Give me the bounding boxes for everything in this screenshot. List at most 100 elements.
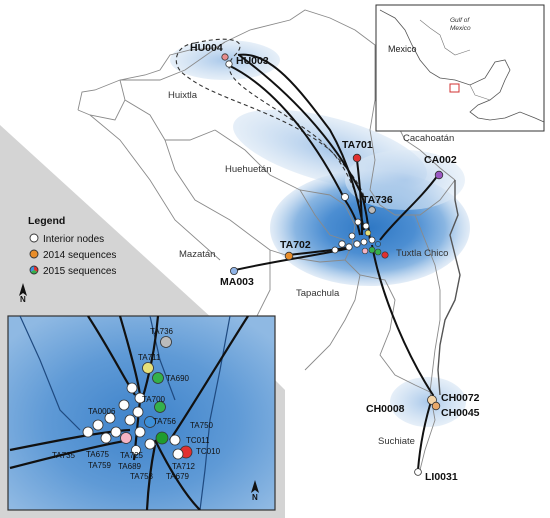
inset-node [132,406,144,418]
inset-label-ta679: TA679 [166,472,190,481]
interior-node [348,232,356,240]
site-hu003: HU003 [236,55,269,67]
reference-focus-box [449,83,460,93]
national-border [437,180,461,396]
node-cluster-main [331,193,389,259]
municipality-cacahoatan: Cacahoatán [403,133,454,144]
municipality-tapachula: Tapachula [296,288,340,299]
inset-node [134,426,146,438]
legend-2014-swatch [29,249,39,259]
inset-label-ta700: TA700 [142,395,166,404]
ca002-point [434,170,444,180]
sequence-2015-red [381,251,389,259]
reference-country-label: Mexico [388,44,417,54]
inset-label-ta712: TA712 [172,462,196,471]
inset-ta700 [154,401,166,413]
reference-map: Mexico Gulf of Mexico [375,4,545,132]
site-ca002: CA002 [424,154,457,166]
interior-node [368,236,376,244]
municipality-suchiate: Suchiate [378,436,415,447]
municipality-tuxtla-chico: Tuxtla Chico [396,248,448,259]
inset-node [172,448,184,460]
inset-label-ta0006: TA0006 [88,407,116,416]
inset-node [126,382,138,394]
interior-node [360,238,368,246]
site-ta701: TA701 [342,139,373,151]
inset-ta690 [152,372,164,384]
interior-node [345,243,353,251]
inset-label-ta759: TA759 [88,461,112,470]
li0031-point [414,468,422,476]
municipality-mazatan: Mazatán [179,249,215,260]
ta736-point [368,206,376,214]
inset-label-ta753: TA753 [130,472,154,481]
municipality-huehuetan: Huehuetán [225,164,271,175]
inset-label-ta725: TA725 [120,451,144,460]
municipality-huixtla: Huixtla [168,90,198,101]
inset-node [104,412,116,424]
inset-node [110,426,122,438]
density-cacahoatan [345,150,465,210]
hu003-point [225,60,233,68]
inset-label-tc011: TC011 [186,436,210,445]
municipality-labels: Huixtla Huehuetán Cacahoatán Mazatán Tux… [168,90,454,447]
inset-node [144,438,156,450]
inset-tc011 [155,431,169,445]
inset-ta756 [144,416,156,428]
sample-points [221,53,444,476]
north-arrow-main: N [19,283,27,304]
reference-landmass [379,9,545,123]
inset-ta736 [160,336,172,348]
legend-interior-label: Interior nodes [43,234,104,245]
inset-node [92,419,104,431]
municipal-boundaries [77,9,456,471]
interior-node [338,240,346,248]
ta702-point [284,251,294,261]
sequence-2015-green [374,248,382,256]
site-ma003: MA003 [220,276,254,288]
sequence-2015-pink [361,247,369,255]
inset-panel: TA736 TA711 TA690 TA700 TA0006 TA756 TA7… [7,315,276,511]
inset-label-ta735: TA735 [52,451,76,460]
site-ch0008: CH0008 [366,403,405,415]
interior-node [331,246,339,254]
reference-gulf-line2: Mexico [450,25,471,32]
site-ta702: TA702 [280,239,311,251]
inset-node [169,434,181,446]
inset-label-ta690: TA690 [166,374,190,383]
sequence-2015-yellow [364,229,372,237]
legend-2015-swatch [29,265,39,275]
inset-node [118,399,130,411]
site-labels: HU004 HU003 TA701 CA002 TA736 TA702 MA00… [190,42,480,483]
ch-cluster-point-2 [431,401,441,411]
ta701-point [352,153,362,163]
inset-label-ta750: TA750 [190,421,214,430]
sequence-2015-blue [375,241,381,247]
inset-ta725 [120,432,132,444]
site-ch0072: CH0072 [441,392,480,404]
inset-node [131,445,141,455]
ma003-point [229,266,238,275]
legend: Legend Interior nodes 2014 sequences 201… [28,215,116,277]
sequence-2015-green [368,246,376,254]
inset-node [124,414,136,426]
inset-label-ta689: TA689 [118,462,142,471]
legend-2015-label: 2015 sequences [43,266,116,277]
inset-node [82,426,94,438]
legend-2014-label: 2014 sequences [43,250,116,261]
inset-north-label: N [252,493,258,502]
inset-ta711 [142,362,154,374]
north-arrow-inset: N [251,480,259,502]
inset-node [134,392,146,404]
north-label: N [20,295,26,304]
inset-label-ta736: TA736 [150,327,174,336]
site-ch0045: CH0045 [441,407,480,419]
interior-node [353,240,361,248]
inset-labels: TA736 TA711 TA690 TA700 TA0006 TA756 TA7… [52,327,221,481]
inset-label-ta756: TA756 [153,417,177,426]
tree-edges [227,53,439,471]
hu004-point [221,53,229,61]
interior-node [341,193,349,201]
inset-nodes [82,336,193,460]
reference-gulf-line1: Gulf of [450,17,470,24]
